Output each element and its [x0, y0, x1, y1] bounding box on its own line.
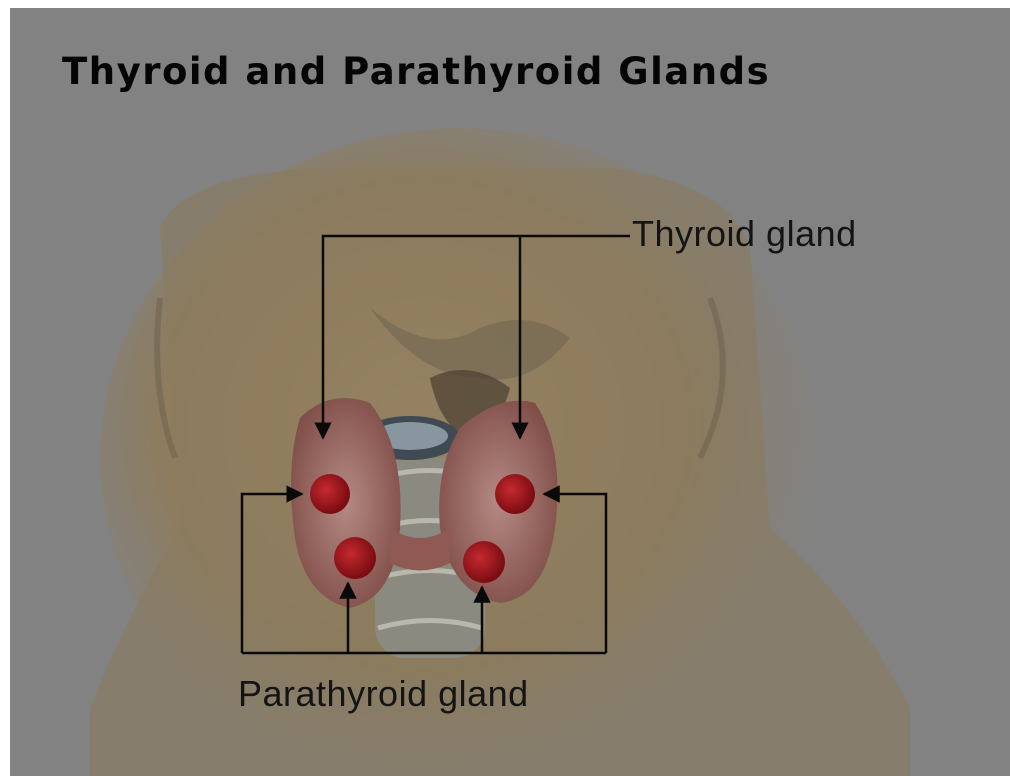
parathyroid-nodule	[334, 537, 376, 579]
parathyroid-nodule	[463, 541, 505, 583]
parathyroid-nodule	[310, 474, 350, 514]
diagram-frame: Thyroid and Parathyroid Glands Thyroid g…	[10, 8, 1010, 776]
diagram-title: Thyroid and Parathyroid Glands	[62, 50, 770, 93]
parathyroid-nodule	[495, 474, 535, 514]
neck-illustration	[10, 8, 1010, 776]
thyroid-gland-label: Thyroid gland	[632, 213, 857, 255]
parathyroid-gland-label: Parathyroid gland	[238, 673, 529, 715]
